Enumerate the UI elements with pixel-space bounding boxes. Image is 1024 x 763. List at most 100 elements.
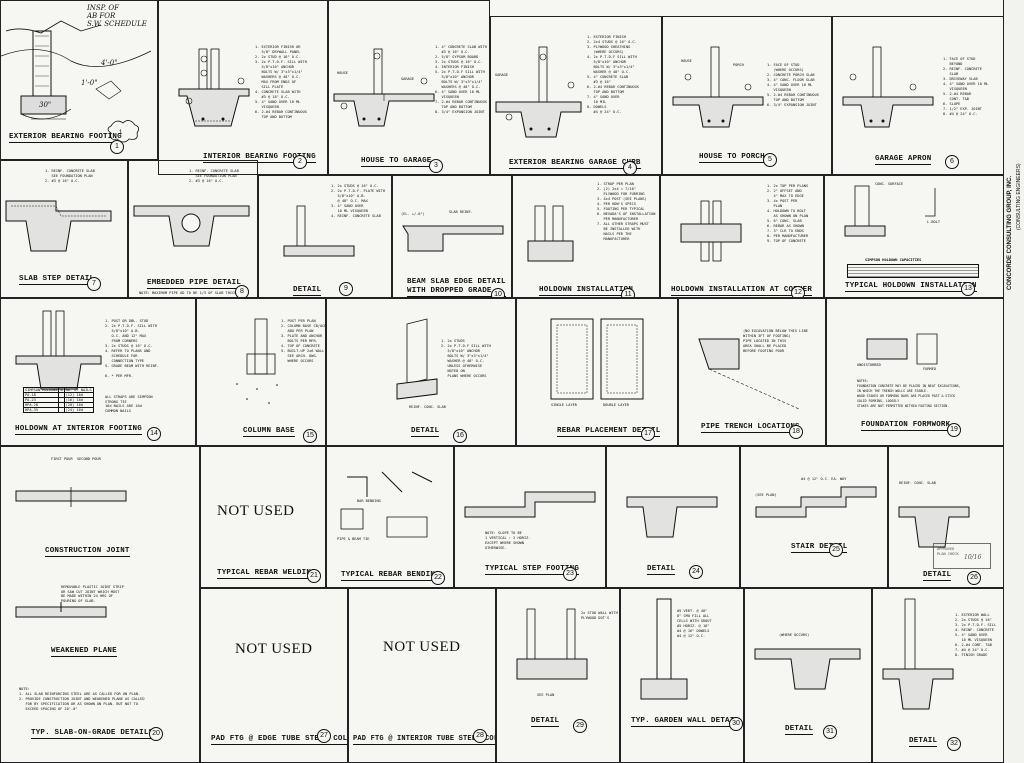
- td: HPA-35: [22, 407, 60, 413]
- detail-19-drawing: [866, 333, 938, 365]
- detail-notes: 1- POST OR DBL. STUD 2- 2x P.T.D.F. SILL…: [105, 319, 160, 378]
- label-single-layer: SINGLE LAYER: [551, 403, 577, 407]
- detail-14-drawing: [15, 310, 102, 390]
- detail-number: 24: [689, 565, 703, 579]
- detail-1-drawing: 1: [1, 20, 152, 143]
- detail-title: TYPICAL HOLDOWN INSTALLATION: [845, 282, 977, 292]
- detail-title: PAD FTG @ EDGE TUBE STEEL COL.: [211, 735, 347, 745]
- detail-title: TYPICAL STEP FOOTING: [485, 565, 580, 575]
- detail-23-drawing: [464, 491, 596, 518]
- label-see-plan: SEE PLAN: [537, 693, 555, 697]
- detail-title: SLAB STEP DETAIL: [19, 275, 95, 285]
- detail-number: 4: [623, 161, 637, 174]
- detail-number: 23: [563, 567, 577, 581]
- detail-notes: 1- EXTERIOR FINISH 2- 2x4 STUDS @ 16" O.…: [587, 35, 639, 114]
- detail-18-cell: (NO EXCAVATION BELOW THIS LINE WITHIN 3F…: [678, 298, 826, 446]
- detail-12-drawing: [680, 200, 742, 262]
- detail-notes: #5 VERT. @ 48" 8" CMU FILL ALL CELLS WIT…: [677, 609, 712, 638]
- detail-number: 18: [789, 425, 803, 439]
- detail-13-cell: CONC. SURFACE L-BOLT SIMPSON HOLDOWN CAP…: [824, 175, 1004, 298]
- detail-31-drawing: [754, 648, 861, 690]
- detail-26-cell: REINF. CONC. SLAB APPROVED PLAN CHECK 10…: [888, 446, 1004, 588]
- detail-number: 25: [829, 543, 843, 557]
- table-note: ALL STRAPS ARE SIMPSON STRONG TIE 16d NA…: [105, 395, 153, 413]
- approval-stamp: APPROVED PLAN CHECK 10/16: [933, 543, 991, 569]
- detail-4-drawing: [495, 46, 582, 138]
- detail-20-drawing: [15, 487, 127, 618]
- holdown-table: [847, 264, 979, 278]
- detail-number: 32: [947, 737, 961, 751]
- detail-notes: 1- FACE OF STUD BEYOND 2- REINF. CONCRET…: [943, 57, 989, 116]
- detail-29-cell: 2x STUD WALL WITH PLYWOOD DOT'S SEE PLAN…: [496, 588, 620, 763]
- detail-6-cell: 1- FACE OF STUD BEYOND 2- REINF. CONCRET…: [832, 16, 1004, 175]
- detail-number: 8: [235, 285, 249, 297]
- detail-notes: 1- 2x STUDS @ 16" O.C. 2- 2x P.T.D.F. PL…: [331, 184, 386, 218]
- detail-9-cell: 1- 2x STUDS @ 16" O.C. 2- 2x P.T.D.F. PL…: [258, 175, 392, 298]
- subtitle-construction-joint: CONSTRUCTION JOINT: [45, 547, 130, 557]
- td: (24) 16d: [63, 407, 94, 413]
- label-conc-surface: CONC. SURFACE: [875, 182, 904, 186]
- label-elevation: (EL. +/-0"): [401, 212, 425, 216]
- not-used-label: NOT USED: [217, 503, 295, 519]
- handwritten-note: INSP. OF AB FOR S.W. SCHEDULE: [87, 4, 147, 28]
- detail-number: 7: [87, 277, 101, 291]
- detail-15-drawing: [236, 318, 278, 404]
- detail-number: 9: [339, 282, 353, 296]
- detail-number: 11: [621, 288, 635, 297]
- detail-title: HOUSE TO PORCH: [699, 153, 765, 163]
- detail-title: PAD FTG @ INTERIOR TUBE STEEL COL.: [353, 735, 495, 745]
- detail-21-cell: NOT USED TYPICAL REBAR WELDING 21: [200, 446, 326, 588]
- label-where-occurs: (WHERE OCCURS): [779, 633, 810, 637]
- detail-number: 16: [453, 429, 467, 443]
- title-block: CONCORDE CONSULTING GROUP, INC. (CONSULT…: [1003, 0, 1024, 763]
- detail-15-cell: 1- POST PER PLAN 2- COLUMN BASE CB/ACB/ …: [196, 298, 326, 446]
- detail-notes: 1- 2x TOP PER PLANS 2- 2" OFFSET AND 4" …: [767, 184, 809, 243]
- label-garage: GARAGE: [401, 77, 414, 81]
- detail-22-cell: BAR BENDING PIPE & BEAM TIE TYPICAL REBA…: [326, 446, 454, 588]
- detail-title: STAIR DETAIL: [791, 543, 848, 553]
- detail-number: 14: [147, 427, 161, 441]
- detail-notes: NOTES: FOUNDATION CONCRETE MAY BE PLACED…: [857, 379, 961, 408]
- detail-title: HOLDOWN INSTALLATION AT CORNER: [671, 286, 813, 296]
- detail-title: EMBEDDED PIPE DETAIL: [147, 279, 242, 289]
- detail-28-cell: NOT USED PAD FTG @ INTERIOR TUBE STEEL C…: [348, 588, 496, 763]
- detail-number: 28: [473, 729, 487, 743]
- th: NO. OF NAILS: [63, 387, 94, 393]
- detail-5-cell: HOUSE PORCH 1- FACE OF STUD (WHERE OCCUR…: [662, 16, 832, 175]
- label-reinf-slab: REINF. CONC. SLAB: [409, 405, 446, 409]
- detail-10-cell: (EL. +/-0") SLAB REINF. BEAM SLAB EDGE D…: [392, 175, 512, 298]
- detail-8-cell: 1- REINF. CONCRETE SLAB SEE FOUNDATION P…: [128, 160, 258, 298]
- detail-number: 12: [791, 286, 805, 297]
- label-pipe-beam-tie: PIPE & BEAM TIE: [337, 537, 370, 541]
- detail-20-cell: FIRST POUR SECOND POUR CONSTRUCTION JOIN…: [0, 446, 200, 763]
- detail-title: DETAIL: [909, 737, 938, 747]
- detail-title: COLUMN BASE: [243, 427, 295, 437]
- detail-title: EXTERIOR BEARING FOOTING: [9, 133, 122, 143]
- detail-notes: 1- 2x STUDS 2- 2x P.T.D.F SILL WITH 5/8"…: [441, 339, 491, 378]
- not-used-label: NOT USED: [383, 639, 461, 655]
- label-house: HOUSE: [681, 59, 692, 63]
- detail-notes: NOTE: SLOPE TO BE 1 VERTICAL : 2 HORIZ. …: [485, 531, 531, 550]
- detail-title: DETAIL: [785, 725, 814, 735]
- detail-number: 13: [961, 282, 975, 296]
- company-subtitle: (CONSULTING ENGINEERS): [1016, 163, 1022, 230]
- detail-number: 21: [307, 569, 321, 583]
- detail-notes: 1- POST PER PLAN 2- COLUMN BASE CB/ACB/ …: [281, 319, 325, 363]
- detail-number: 6: [945, 155, 959, 169]
- not-used-label: NOT USED: [235, 641, 313, 657]
- detail-title: HOLDOWN INSTALLATION: [539, 286, 634, 296]
- label-formed: FORMED: [923, 367, 936, 371]
- detail-25-cell: (SEE PLAN) #4 @ 12" O.C. EA. WAY STAIR D…: [740, 446, 888, 588]
- detail-subnote: NOTE: MAXIMUM PIPE OD TO BE 1/3 OF SLAB …: [139, 291, 246, 295]
- detail-32-drawing: [882, 598, 954, 710]
- handwritten-dim-3: 30": [39, 101, 52, 109]
- label-slab-reinf: SLAB REINF.: [449, 210, 473, 214]
- detail-number: 19: [947, 423, 961, 437]
- handwritten-dim: 4'-0": [101, 59, 118, 67]
- detail-number: 17: [641, 427, 655, 441]
- detail-17-drawing: [550, 318, 644, 400]
- detail-notes: 1- STRAP PER PLAN 2- (2) 2x4 = 7/16" PLY…: [597, 182, 656, 241]
- detail-title: EXTERIOR BEARING GARAGE CURB: [509, 159, 641, 169]
